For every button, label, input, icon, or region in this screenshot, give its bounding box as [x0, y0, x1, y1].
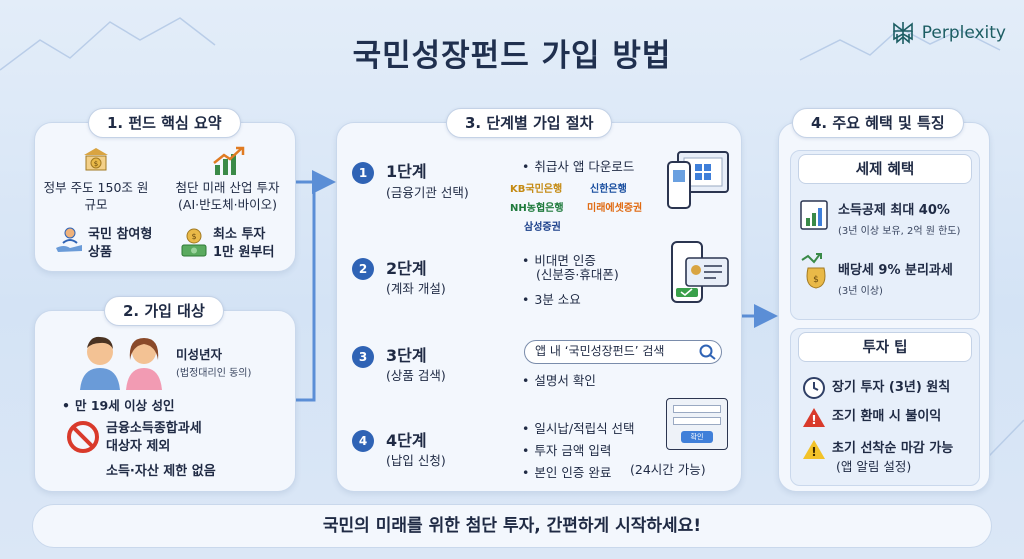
svg-text:$: $	[191, 232, 196, 241]
svg-text:$: $	[813, 275, 819, 285]
summary-item-participation-sub: 상품	[88, 244, 112, 260]
step-4-number: 4	[352, 430, 374, 452]
step-2-subtitle: (계좌 개설)	[386, 281, 446, 296]
brand-logo: Perplexity	[890, 20, 1006, 46]
perplexity-logo-icon	[892, 22, 913, 44]
bank-mirae: 미래에셋증권	[587, 203, 643, 214]
eligibility-heading: 2. 가입 대상	[104, 296, 224, 326]
summary-item-minimum: 최소 투자	[213, 227, 266, 242]
exclusion-line-2: 대상자 제외	[106, 438, 171, 454]
step-2-bullet-auth: 비대면 인증	[522, 250, 595, 269]
exclusion-line-1: 금융소득종합과세	[106, 421, 202, 436]
bank-nh: NH농협은행	[510, 203, 564, 214]
minor-note: (법정대리인 동의)	[176, 367, 252, 379]
id-verification-icon	[671, 241, 729, 303]
footer-banner: 국민의 미래를 위한 첨단 투자, 간편하게 시작하세요!	[32, 504, 992, 548]
summary-item-scale-sub: 규모	[84, 196, 108, 212]
warning-yellow-icon: !	[803, 440, 825, 459]
step-3-bullet: 설명서 확인	[522, 370, 595, 389]
summary-heading: 1. 펀드 핵심 요약	[88, 108, 241, 138]
brand-name: Perplexity	[921, 23, 1006, 43]
step-3-number: 3	[352, 346, 374, 368]
summary-item-participation: 국민 참여형	[88, 227, 153, 242]
step-1-subtitle: (금융기관 선택)	[386, 185, 469, 200]
investment-tips-title: 투자 팁	[798, 332, 972, 362]
bank-coin-icon: $	[84, 148, 108, 171]
prohibited-icon	[67, 421, 99, 453]
step-1-title: 1단계	[386, 162, 427, 181]
summary-item-industry: 첨단 미래 산업 투자	[175, 180, 280, 195]
money-bag-chart-icon: $	[801, 253, 826, 289]
rising-bar-chart-icon	[213, 146, 245, 175]
coin-money-icon: $	[181, 228, 207, 257]
procedure-heading: 3. 단계별 가입 절차	[446, 108, 613, 138]
step-4-subtitle: (납입 신청)	[386, 453, 446, 468]
adult-eligibility: 만 19세 이상 성인	[62, 398, 174, 415]
tip-early-redemption: 조기 환매 시 불이익	[832, 409, 942, 424]
summary-item-industry-sub: (AI·반도체·바이오)	[178, 196, 277, 212]
dividend-tax-text: 배당세 9% 분리과세	[838, 263, 953, 278]
step-1-number: 1	[352, 162, 374, 184]
step-2-number: 2	[352, 258, 374, 280]
no-income-limit: 소득·자산 제한 없음	[106, 464, 216, 479]
search-icon[interactable]	[698, 343, 718, 361]
step-4-bullet-amount: 투자 금액 입력	[522, 440, 611, 459]
phone-laptop-icon	[667, 151, 729, 209]
bank-samsung: 삼성증권	[524, 222, 561, 233]
minor-label: 미성년자	[176, 347, 223, 362]
dividend-tax-note: (3년 이상)	[838, 286, 883, 297]
bank-kb: KB국민은행	[510, 184, 563, 195]
svg-text:$: $	[94, 160, 98, 168]
step-2-auth-note: (신분증·휴대폰)	[536, 267, 619, 282]
confirm-button[interactable]: 확인	[681, 431, 713, 443]
step-3-subtitle: (상품 검색)	[386, 368, 446, 383]
tip-first-come-note: (앱 알림 설정)	[836, 459, 912, 474]
search-input[interactable]: 앱 내 ‘국민성장펀드’ 검색	[524, 340, 722, 364]
hand-person-icon	[56, 227, 82, 252]
step-2-title: 2단계	[386, 259, 427, 278]
step-2-bullet-time: 3분 소요	[522, 289, 580, 308]
step-1-bullet: 취급사 앱 다운로드	[522, 156, 634, 175]
people-icon	[80, 336, 162, 390]
tax-deduction-note: (3년 이상 보유, 2억 원 한도)	[838, 226, 961, 237]
summary-item-minimum-sub: 1만 원부터	[213, 244, 275, 260]
warning-red-icon: !	[803, 408, 825, 427]
tip-long-term: 장기 투자 (3년) 원칙	[832, 380, 951, 395]
tax-deduction-text: 소득공제 최대 40%	[838, 203, 950, 218]
page-title: 국민성장펀드 가입 방법	[352, 38, 672, 74]
bank-shinhan: 신한은행	[590, 184, 627, 195]
summary-item-scale: 정부 주도 150조 원	[43, 180, 149, 195]
report-chart-icon	[800, 200, 828, 230]
tip-first-come: 초기 선착순 마감 가능	[832, 441, 954, 456]
step-4-title: 4단계	[386, 431, 427, 450]
benefits-heading: 4. 주요 혜택 및 특징	[792, 108, 964, 138]
step-4-bullet-type: 일시납/적립식 선택	[522, 418, 634, 437]
step-3-title: 3단계	[386, 346, 427, 365]
tax-benefit-title: 세제 혜택	[798, 154, 972, 184]
step-4-note: (24시간 가능)	[630, 462, 706, 477]
step-4-bullet-auth: 본인 인증 완료	[522, 462, 611, 481]
svg-text:!: !	[811, 413, 816, 427]
clock-icon	[803, 377, 825, 399]
svg-text:!: !	[811, 445, 816, 459]
payment-form-illustration: 확인	[666, 398, 728, 450]
